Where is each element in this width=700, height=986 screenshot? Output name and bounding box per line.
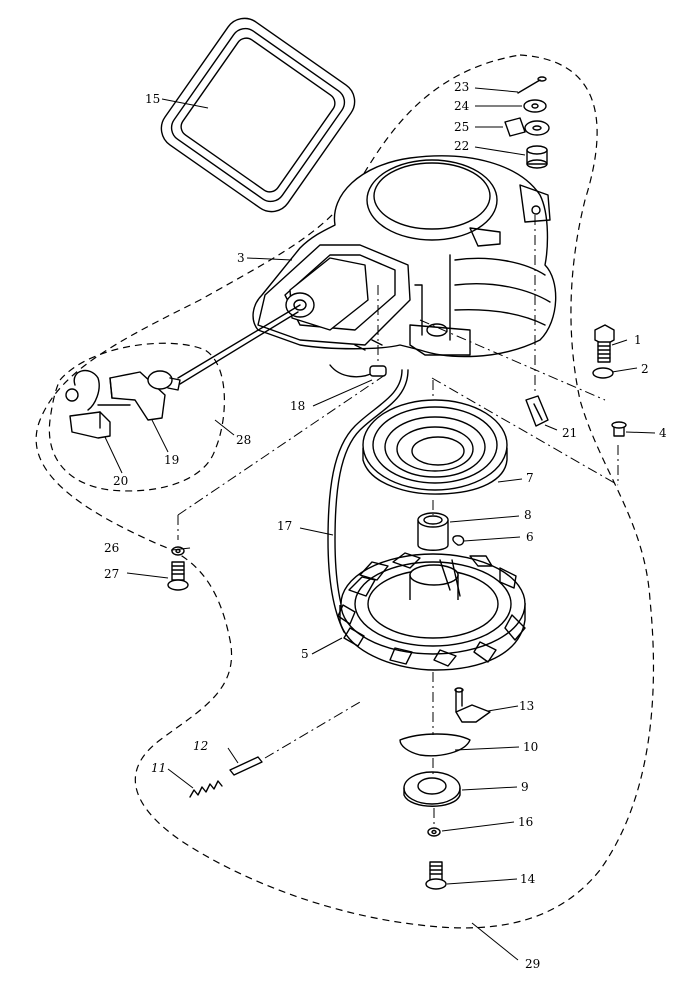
part-17-starter-rope [177, 304, 409, 633]
callout-20: 20 [113, 474, 128, 488]
callout-29: 29 [525, 957, 540, 971]
part-4-nut [611, 421, 627, 437]
callout-26: 26 [104, 541, 119, 555]
callout-22: 22 [454, 139, 469, 153]
part-19-starter-handle [97, 370, 181, 421]
part-22-spring [526, 145, 548, 169]
callout-6: 6 [526, 530, 534, 544]
callout-27: 27 [104, 567, 119, 581]
part-16-washer [427, 827, 441, 837]
callout-1: 1 [634, 333, 642, 347]
callout-18: 18 [290, 399, 305, 413]
centerline-spring-pin [264, 701, 361, 759]
part-1-bolt [594, 324, 615, 363]
part-24-washer [523, 99, 547, 113]
part-9-cover-plate [403, 771, 461, 807]
part-11-spring [189, 780, 223, 798]
callout-9: 9 [521, 780, 529, 794]
callout-11: 11 [151, 761, 166, 775]
part-20-handle-insert [65, 369, 111, 439]
part-6-clip [452, 535, 465, 546]
group-boundary-28 [48, 342, 226, 492]
callout-4: 4 [659, 426, 667, 440]
part-13-ratchet [454, 687, 491, 723]
centerline-26-diag [177, 374, 386, 516]
part-26-washer [171, 546, 185, 556]
callout-23: 23 [454, 80, 469, 94]
leader-lines [104, 87, 656, 961]
callout-14: 14 [520, 872, 536, 886]
callout-15: 15 [145, 92, 160, 106]
part-27-screw [167, 561, 189, 591]
callout-5: 5 [301, 647, 309, 661]
part-21-pawl [525, 395, 549, 427]
part-14-screw [425, 861, 447, 890]
part-5-reel [337, 552, 526, 671]
callout-19: 19 [164, 453, 179, 467]
callout-28: 28 [236, 433, 251, 447]
part-3-starter-housing [252, 155, 557, 358]
callout-17: 17 [277, 519, 292, 533]
callout-16: 16 [518, 815, 533, 829]
part-7-rewind-spring [362, 399, 508, 495]
part-2-washer [592, 367, 614, 379]
part-12-pin [229, 756, 263, 776]
part-8-bushing [417, 512, 449, 551]
callout-25: 25 [454, 120, 469, 134]
callout-13: 13 [519, 699, 534, 713]
group-boundary-29 [35, 54, 655, 929]
callout-3: 3 [237, 251, 245, 265]
callout-10: 10 [523, 740, 538, 754]
callout-7: 7 [526, 471, 534, 485]
callout-21: 21 [562, 426, 577, 440]
part-15-gasket [160, 17, 356, 213]
part-25-guide [504, 117, 550, 137]
centerline-bolt [419, 319, 606, 401]
part-10-friction-plate [399, 733, 471, 757]
callout-12: 12 [193, 739, 208, 753]
centerline-nut [431, 377, 619, 486]
callout-2: 2 [641, 362, 649, 376]
part-23-cotter-pin [517, 76, 547, 94]
callout-24: 24 [454, 99, 470, 113]
callout-8: 8 [524, 508, 532, 522]
